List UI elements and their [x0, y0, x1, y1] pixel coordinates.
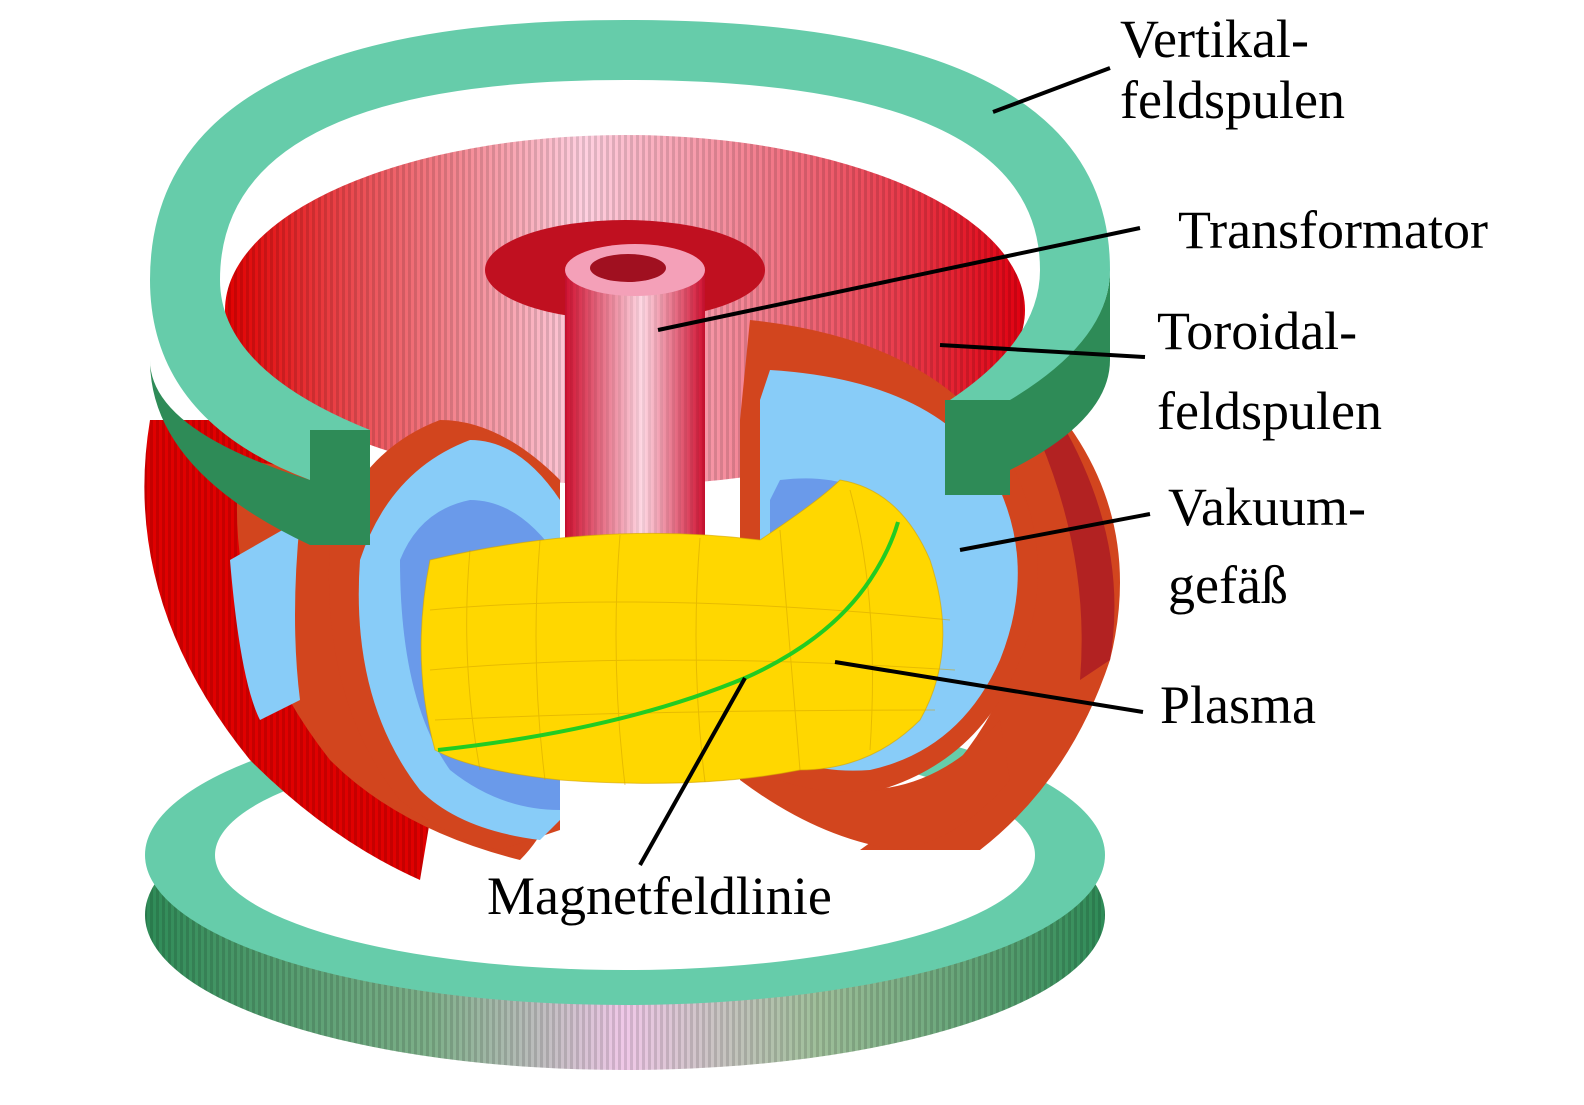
- label-transformer: Transformator: [1178, 200, 1488, 260]
- leader-toroidal-coils: [939, 343, 1146, 359]
- plasma: [420, 479, 956, 786]
- leader-plasma: [834, 660, 1144, 714]
- label-plasma: Plasma: [1160, 675, 1316, 735]
- leader-lines: [638, 66, 1151, 866]
- upper-vertical-coil: [150, 20, 1110, 545]
- label-vertical-coils: Vertikal- feldspulen: [1120, 10, 1345, 129]
- label-vertical-coils-line2: feldspulen: [1120, 70, 1345, 130]
- leader-transformer: [657, 226, 1141, 332]
- label-toroidal-coils-line1: Toroidal-: [1157, 301, 1358, 361]
- label-vertical-coils-line1: Vertikal-: [1120, 9, 1309, 69]
- transformer: [565, 244, 705, 580]
- toroidal-coil-right: [740, 380, 1120, 850]
- label-field-line: Magnetfeldlinie: [487, 866, 832, 926]
- leader-vacuum-vessel: [959, 512, 1151, 552]
- leader-vertical-coils: [992, 66, 1111, 114]
- magnetic-field-line: [437, 521, 900, 752]
- label-toroidal-coils-line2: feldspulen: [1157, 381, 1382, 441]
- leader-field-line: [638, 677, 747, 866]
- label-vacuum-vessel: Vakuum- gefäß: [1168, 478, 1366, 614]
- label-vacuum-vessel-line1: Vakuum-: [1168, 477, 1366, 537]
- label-vacuum-vessel-line2: gefäß: [1168, 555, 1288, 615]
- label-toroidal-coils: Toroidal- feldspulen: [1157, 302, 1382, 440]
